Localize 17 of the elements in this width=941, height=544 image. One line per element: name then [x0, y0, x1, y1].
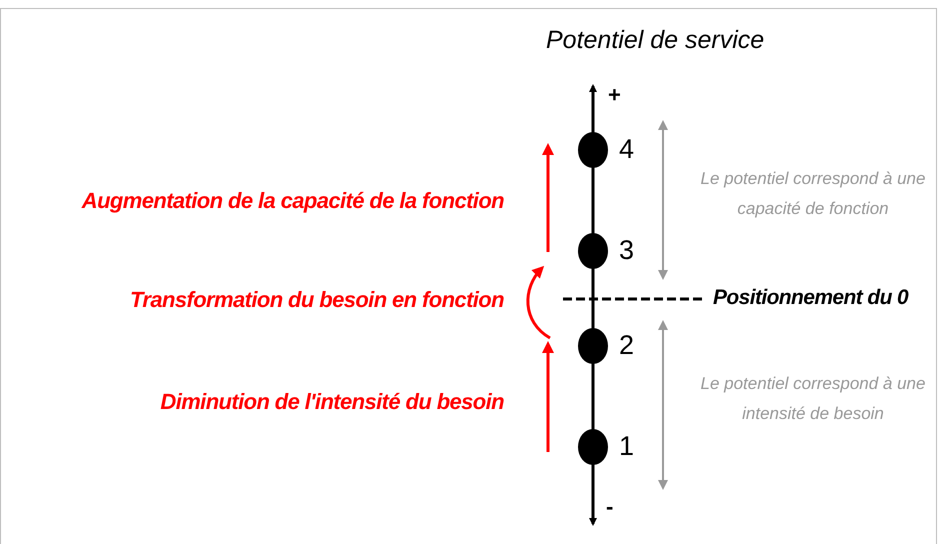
- point-number: 3: [619, 235, 634, 266]
- annotation-text: Diminution de l'intensité du besoin: [160, 389, 504, 414]
- point-dot: [578, 328, 608, 364]
- note-text: Le potentiel correspond à une intensité de besoin: [700, 373, 926, 425]
- annotation-text: Augmentation de la capacité de la fonction: [82, 188, 504, 214]
- annotation-text: Transformation du besoin en fonction: [130, 287, 504, 312]
- minus-sign: -: [606, 494, 614, 520]
- axis-title: Potentiel de service: [546, 26, 764, 55]
- point-dot: [578, 429, 608, 465]
- note-text: Le potentiel correspond à une capacité de fonction: [700, 168, 926, 220]
- point-number: 1: [619, 431, 634, 462]
- point-number: 2: [619, 330, 634, 362]
- axis-label: Positionnement du 0: [713, 286, 908, 310]
- point-dot: [578, 132, 608, 168]
- point-dot: [578, 233, 608, 269]
- point-number: 4: [619, 134, 634, 166]
- plus-sign: +: [608, 82, 621, 108]
